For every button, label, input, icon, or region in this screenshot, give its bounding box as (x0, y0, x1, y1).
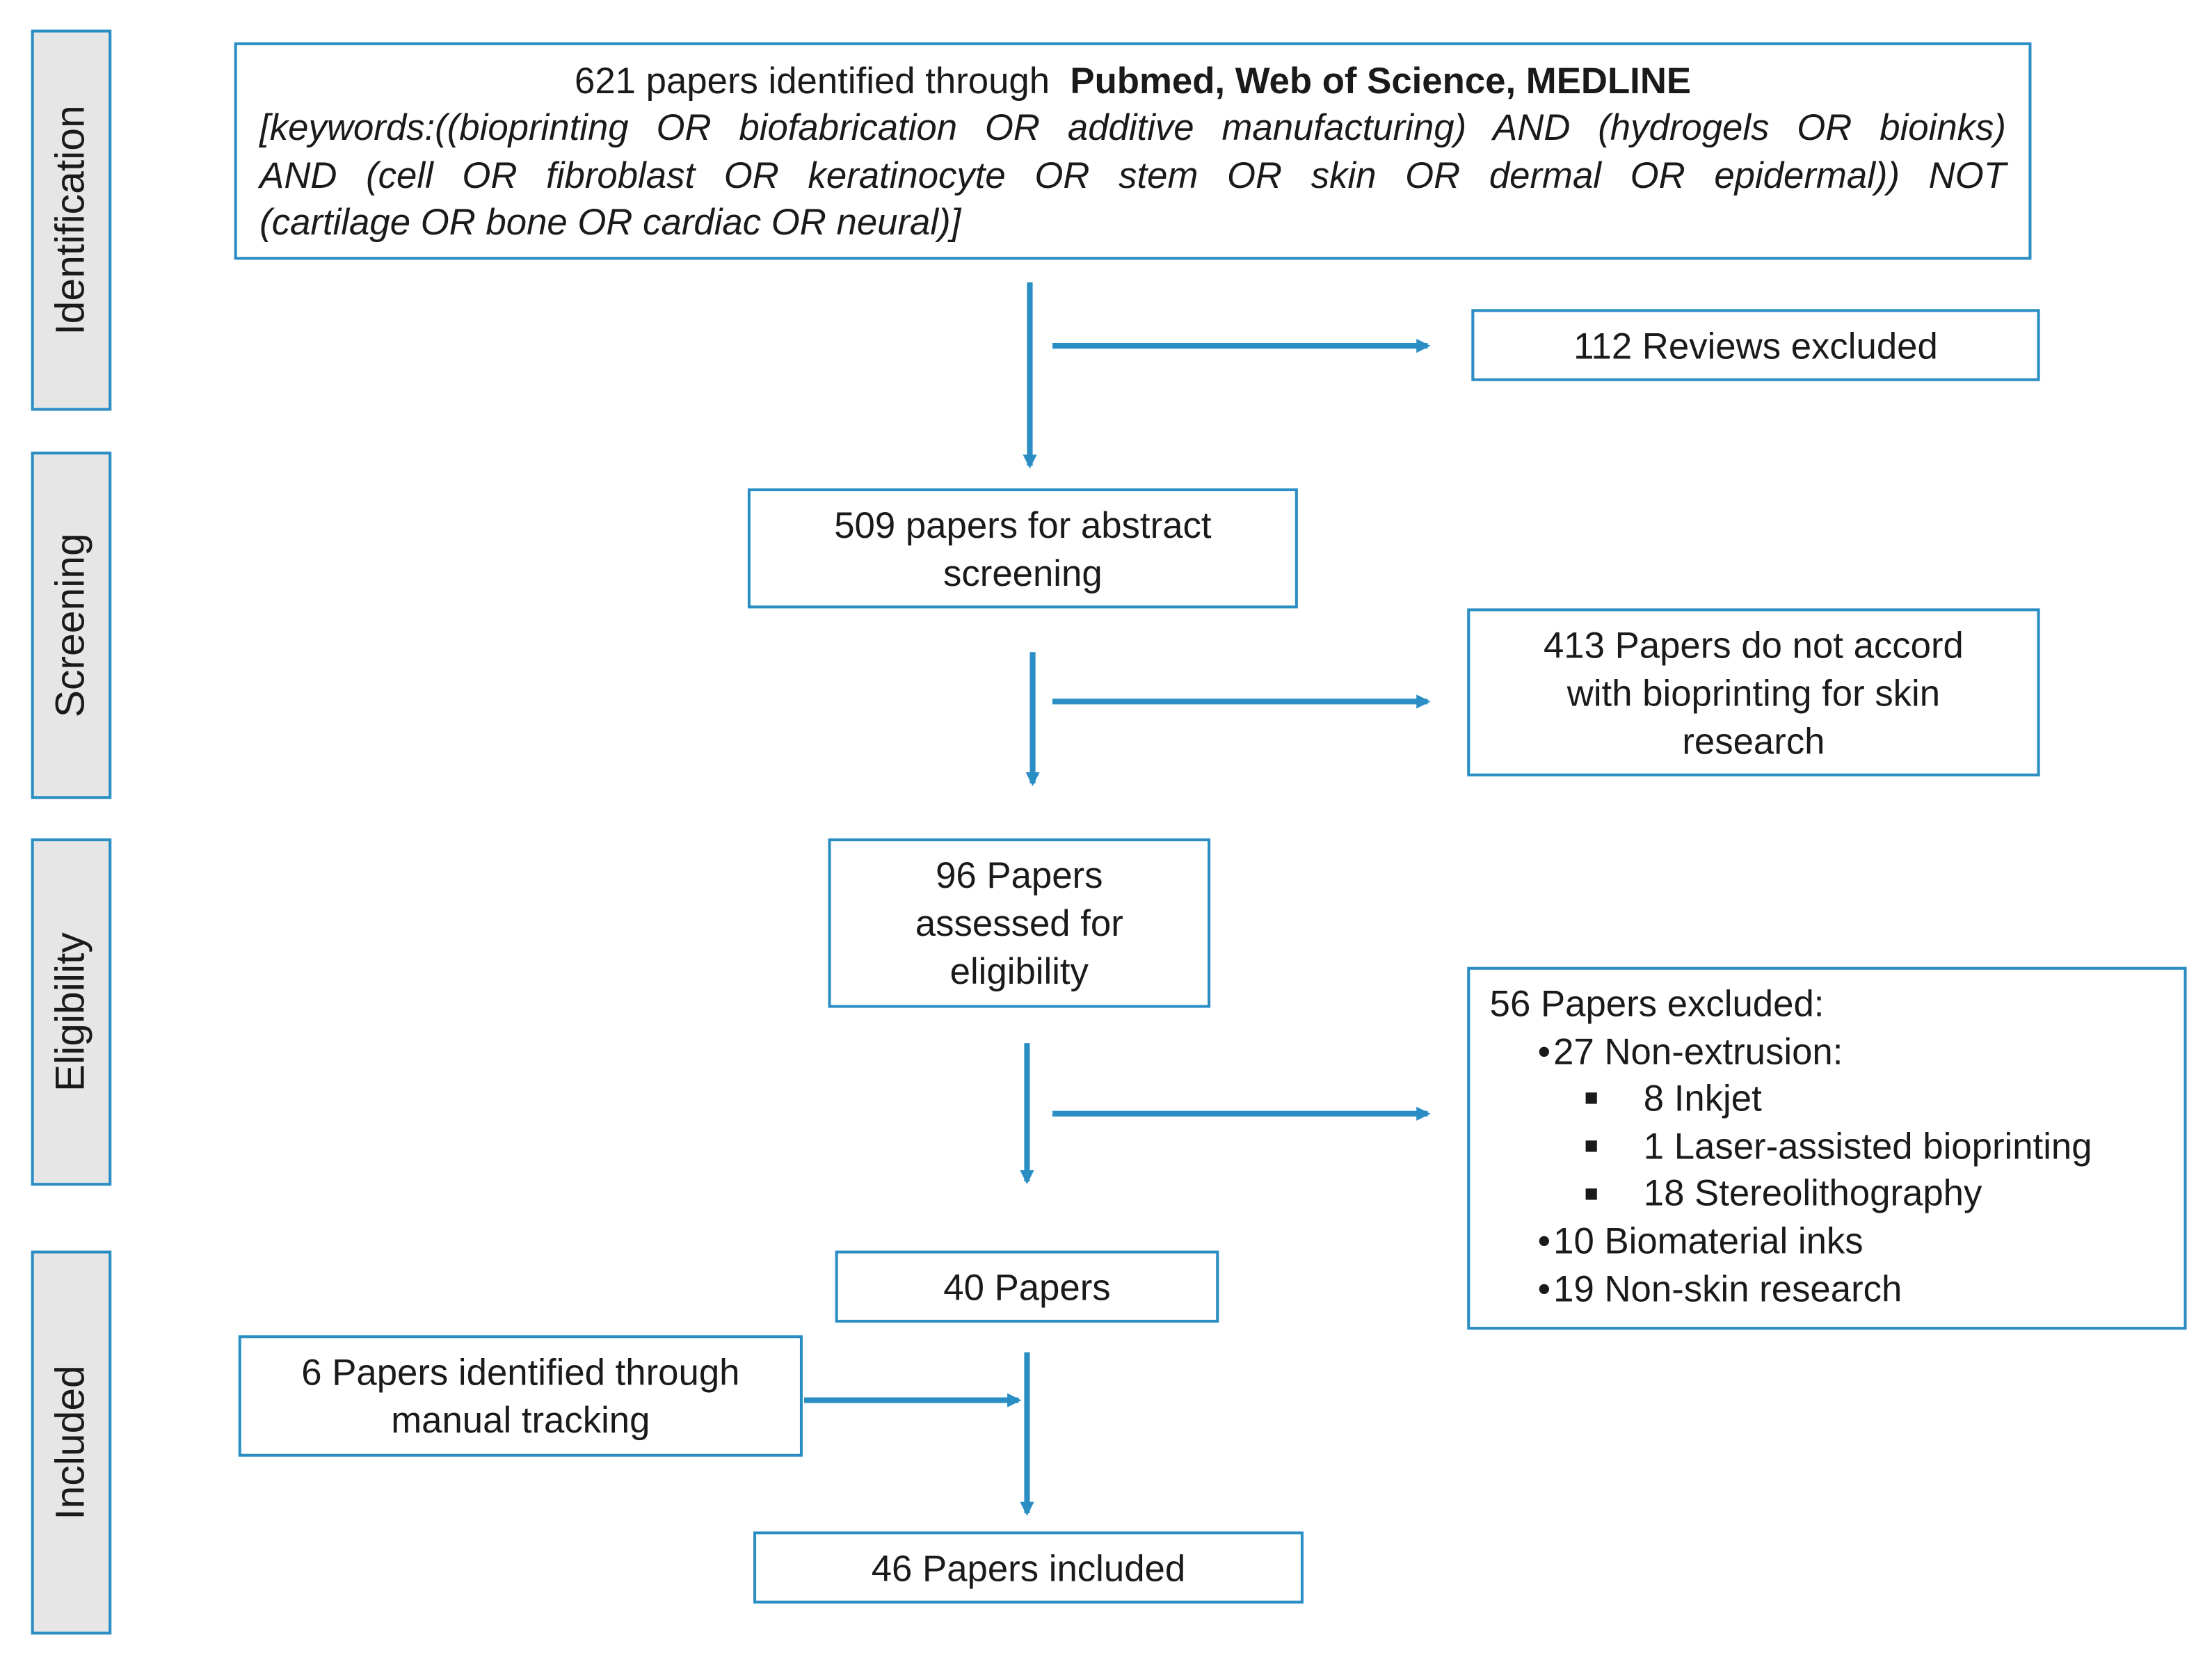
phase-screening: Screening (31, 452, 112, 799)
reviews-excluded-box: 112 Reviews excluded (1471, 309, 2040, 381)
keywords-line-2: AND (cell OR fibroblast OR keratinocyte … (259, 153, 2006, 196)
eligibility-line-1: 96 Papers (936, 854, 1103, 897)
manual-tracking-line-1: 6 Papers identified through (301, 1350, 740, 1394)
identified-sources: Pubmed, Web of Science, MEDLINE (1070, 59, 1692, 102)
keywords-line-1: [keywords:((bioprinting OR biofabricatio… (259, 106, 2006, 149)
phase-eligibility: Eligibility (31, 838, 112, 1186)
abstract-screening-line-1: 509 papers for abstract (834, 503, 1212, 546)
excluded-biomaterial-inks: •10 Biomaterial inks (1537, 1219, 1864, 1262)
identified-count: 621 papers identified through (575, 59, 1050, 102)
reviews-excluded-text: 112 Reviews excluded (1573, 324, 1938, 367)
abstract-screening-box: 509 papers for abstract screening (747, 488, 1298, 609)
excluded-non-skin: •19 Non-skin research (1537, 1266, 1902, 1309)
excluded-title: 56 Papers excluded: (1489, 982, 1825, 1025)
excluded-inkjet: 8 Inkjet (1490, 1076, 1762, 1123)
not-accord-line-3: research (1682, 719, 1825, 762)
not-accord-line-1: 413 Papers do not accord (1543, 623, 1964, 666)
not-accord-line-2: with bioprinting for skin (1566, 671, 1941, 714)
identified-papers-box: 621 papers identified through Pubmed, We… (234, 42, 2032, 260)
papers-excluded-box: 56 Papers excluded: •27 Non-extrusion: 8… (1467, 966, 2187, 1330)
eligibility-assessed-box: 96 Papers assessed for eligibility (828, 838, 1211, 1008)
not-accord-box: 413 Papers do not accord with bioprintin… (1467, 608, 2040, 776)
eligibility-line-3: eligibility (949, 950, 1089, 993)
abstract-screening-line-2: screening (943, 551, 1103, 594)
bullet-dot: • (1537, 1219, 1551, 1262)
phase-included: Included (31, 1250, 112, 1635)
eligibility-line-2: assessed for (915, 902, 1123, 945)
manual-tracking-line-2: manual tracking (391, 1398, 650, 1442)
papers-included-box: 46 Papers included (753, 1531, 1304, 1604)
excluded-stereolithography: 18 Stereolithography (1490, 1171, 1982, 1218)
papers-40-text: 40 Papers (943, 1265, 1111, 1308)
excluded-laser: 1 Laser-assisted bioprinting (1490, 1123, 2092, 1170)
keywords-line-3: (cartilage OR bone OR cardiac OR neural)… (259, 200, 961, 243)
square-bullet-icon (1585, 1188, 1597, 1199)
bullet-dot: • (1537, 1266, 1551, 1309)
square-bullet-icon (1585, 1092, 1597, 1105)
papers-included-text: 46 Papers included (871, 1546, 1186, 1589)
bullet-dot: • (1537, 1030, 1551, 1073)
phase-identification: Identification (31, 29, 112, 411)
identified-count-line: 621 papers identified through Pubmed, We… (259, 51, 2006, 104)
papers-40-box: 40 Papers (835, 1250, 1219, 1323)
square-bullet-icon (1585, 1140, 1597, 1152)
manual-tracking-box: 6 Papers identified through manual track… (238, 1335, 803, 1457)
excluded-non-extrusion: •27 Non-extrusion: (1537, 1030, 1843, 1073)
